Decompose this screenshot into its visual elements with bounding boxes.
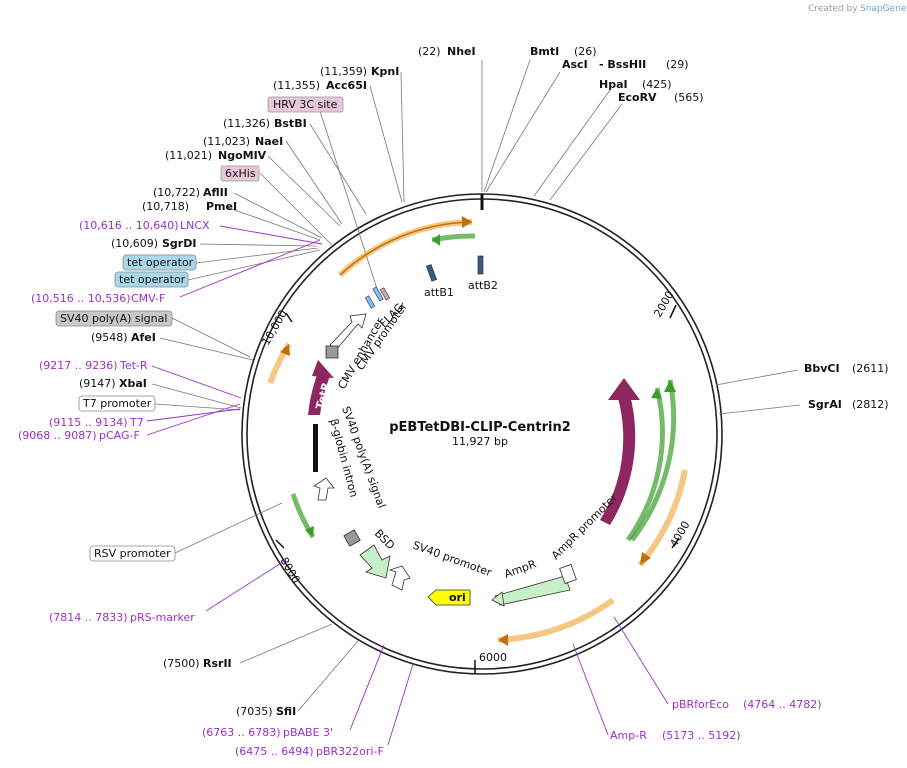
primer-name: pBRforEco: [672, 698, 729, 711]
primer-labels: (10,616 .. 10,640) LNCX (10,516 .. 10,53…: [18, 219, 822, 758]
site-pos: (29): [666, 58, 689, 71]
box-label: SV40 poly(A) signal: [60, 312, 167, 325]
tick-8000: 8000: [277, 555, 302, 586]
primer-range: (4764 .. 4782): [743, 698, 822, 711]
site-name: NheI: [447, 45, 476, 58]
site-name: NaeI: [255, 135, 283, 148]
primer-name: LNCX: [180, 219, 210, 232]
site-pos: (11,021): [165, 149, 212, 162]
site-name: BstBI: [274, 117, 307, 130]
primer-range: (9217 .. 9236): [39, 359, 118, 372]
ori-label: ori: [449, 591, 466, 604]
site-pos: (22): [418, 45, 441, 58]
tick-marks: [275, 304, 680, 673]
primer-name: pCAG-F: [99, 429, 140, 442]
site-name: HpaI: [599, 78, 628, 91]
site-name: NgoMIV: [218, 149, 267, 162]
boxed-labels: HRV 3C site 6xHis tet operator tet opera…: [55, 96, 344, 562]
plasmid-name: pEBTetDBI-CLIP-Centrin2: [389, 420, 571, 435]
site-extra: - BssHII: [599, 58, 646, 71]
site-pos: (11,326): [223, 117, 270, 130]
primer-range: (6763 .. 6783): [202, 726, 281, 739]
site-pos: (7500): [163, 657, 200, 670]
primer-name: Tet-R: [119, 359, 148, 372]
site-name: SgrAI: [808, 398, 842, 411]
plasmid-length: 11,927 bp: [452, 435, 508, 448]
site-pos: (11,355): [273, 79, 320, 92]
primer-name: CMV-F: [131, 292, 165, 305]
site-pos: (565): [674, 91, 704, 104]
site-name: AflII: [203, 186, 228, 199]
site-pos: (26): [574, 45, 597, 58]
primer-name: Amp-R: [610, 729, 647, 742]
primer-range: (6475 .. 6494): [235, 745, 314, 758]
site-pos: (10,609): [111, 237, 158, 250]
feature-arcs: [267, 216, 688, 646]
site-name: KpnI: [371, 65, 399, 78]
site-name: SfiI: [276, 705, 296, 718]
credit-text: Created by: [808, 4, 858, 14]
primer-name: pBR322ori-F: [316, 745, 384, 758]
site-labels: (22) NheI BmtI (26) AscI - BssHII (29) H…: [79, 45, 889, 718]
site-pos: (2611): [852, 362, 889, 375]
tick-10000: 10,000: [259, 308, 290, 348]
tick-2000: 2000: [651, 289, 676, 320]
attb2-label: attB2: [468, 279, 498, 292]
primer-range: (5173 .. 5192): [662, 729, 741, 742]
site-name: AscI: [562, 58, 588, 71]
site-pos: (11,023): [203, 135, 250, 148]
primer-range: (9068 .. 9087): [18, 429, 97, 442]
primer-name: T7: [129, 416, 144, 429]
attb1-label: attB1: [424, 286, 454, 299]
site-name: BmtI: [530, 45, 559, 58]
site-pos: (10,722): [153, 186, 200, 199]
primer-connectors: [146, 225, 669, 746]
site-pos: (9147): [79, 377, 116, 390]
site-pos: (425): [642, 78, 672, 91]
primer-range: (10,516 .. 10,536): [31, 292, 131, 305]
box-label: tet operator: [119, 273, 186, 286]
primer-range: (10,616 .. 10,640): [79, 219, 179, 232]
site-connectors: [151, 59, 801, 712]
site-name: RsrII: [203, 657, 232, 670]
site-pos: (7035): [236, 705, 273, 718]
box-label: 6xHis: [225, 167, 256, 180]
site-name: AfeI: [131, 331, 156, 344]
site-name: XbaI: [119, 377, 147, 390]
site-pos: (9548): [91, 331, 128, 344]
primer-range: (7814 .. 7833): [49, 611, 128, 624]
site-pos: (11,359): [320, 65, 367, 78]
primer-name: pBABE 3': [283, 726, 333, 739]
site-name: SgrDI: [162, 237, 196, 250]
site-name: BbvCI: [804, 362, 840, 375]
primer-name: pRS-marker: [130, 611, 195, 624]
site-pos: (10,718): [142, 200, 189, 213]
box-label: HRV 3C site: [273, 98, 338, 111]
snapgene-logo: SnapGene: [860, 4, 907, 14]
ampr-promoter-label: AmpR promoter: [549, 491, 620, 562]
box-label: RSV promoter: [94, 547, 171, 560]
inner-features: [308, 255, 640, 607]
primer-range: (9115 .. 9134): [49, 416, 128, 429]
tick-6000: 6000: [479, 651, 507, 664]
box-label: T7 promoter: [82, 397, 152, 410]
site-name: PmeI: [206, 200, 237, 213]
sv40-promoter-label: SV40 promoter: [411, 539, 494, 580]
ampr-label: AmpR: [503, 557, 539, 581]
site-name: Acc65I: [326, 79, 367, 92]
site-name: EcoRV: [618, 91, 657, 104]
site-pos: (2812): [852, 398, 889, 411]
box-label: tet operator: [127, 256, 194, 269]
